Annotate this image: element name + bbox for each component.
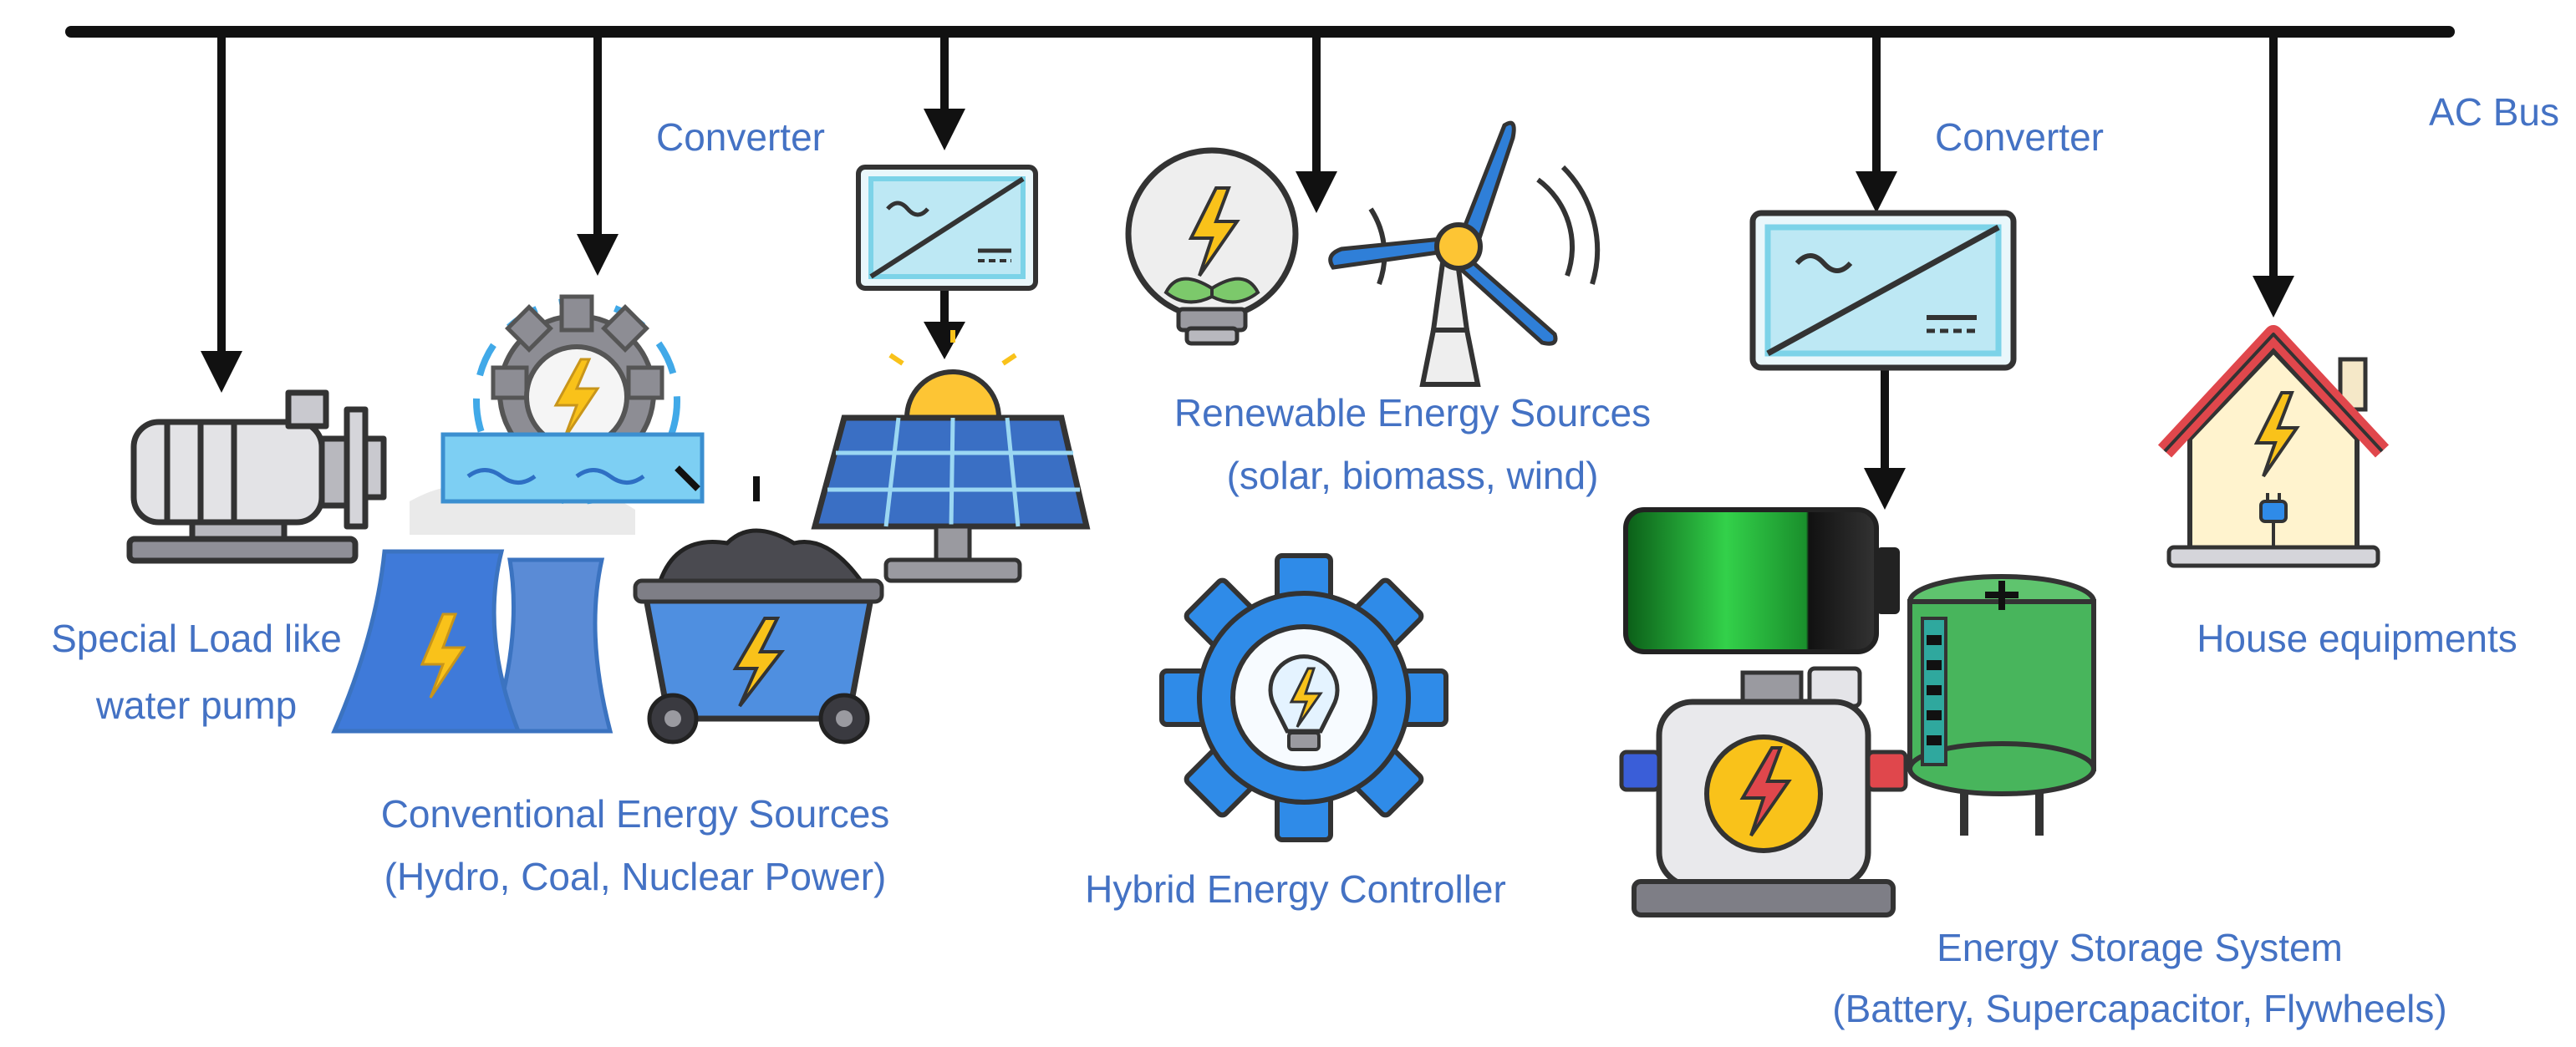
house-label: House equipments	[2197, 617, 2517, 660]
bus-connections	[201, 32, 2294, 510]
renewable-label-line1: Renewable Energy Sources	[1173, 391, 1652, 435]
pump-label-line2: water pump	[95, 684, 298, 727]
arrowhead-hydro	[577, 234, 619, 276]
controller-label: Hybrid Energy Controller	[1085, 867, 1506, 911]
arrowhead-solar	[924, 322, 965, 359]
arrowhead-battery	[1864, 468, 1906, 510]
renewable-label-line2: (solar, biomass, wind)	[1226, 454, 1599, 497]
coal-cart-icon	[633, 465, 884, 745]
converter-left-icon	[856, 165, 1038, 291]
converter-left-label: Converter	[656, 115, 825, 159]
flywheel-icon	[1619, 666, 1908, 917]
arrowhead-converter-left	[924, 109, 965, 150]
nuclear-plant-icon	[331, 485, 635, 734]
solar-panel-icon	[811, 330, 1091, 583]
arrowhead-house	[2253, 276, 2294, 318]
storage-label-line2: (Battery, Supercapacitor, Flywheels)	[1832, 987, 2447, 1030]
arrowhead-converter-right	[1856, 171, 1897, 213]
battery-icon	[1623, 507, 1900, 654]
conventional-label-line1: Conventional Energy Sources	[380, 792, 890, 836]
converter-right-icon	[1749, 210, 2017, 371]
arrowhead-pump	[201, 351, 242, 393]
water-pump-icon	[126, 389, 387, 564]
controller-gear-icon	[1159, 553, 1448, 842]
supercapacitor-icon	[1907, 574, 2096, 836]
house-icon	[2157, 325, 2390, 568]
storage-label-line1: Energy Storage System	[1937, 926, 2343, 969]
hydro-power-icon	[440, 294, 705, 505]
wind-turbine-icon	[1328, 120, 1601, 387]
conventional-label-line2: (Hydro, Coal, Nuclear Power)	[384, 855, 887, 898]
pump-label-line1: Special Load like	[51, 617, 342, 660]
arrowhead-renewables	[1296, 171, 1337, 213]
ac-bus-label: AC Bus	[2429, 90, 2559, 134]
biomass-bulb-icon	[1125, 147, 1299, 346]
converter-right-label: Converter	[1935, 115, 2104, 159]
